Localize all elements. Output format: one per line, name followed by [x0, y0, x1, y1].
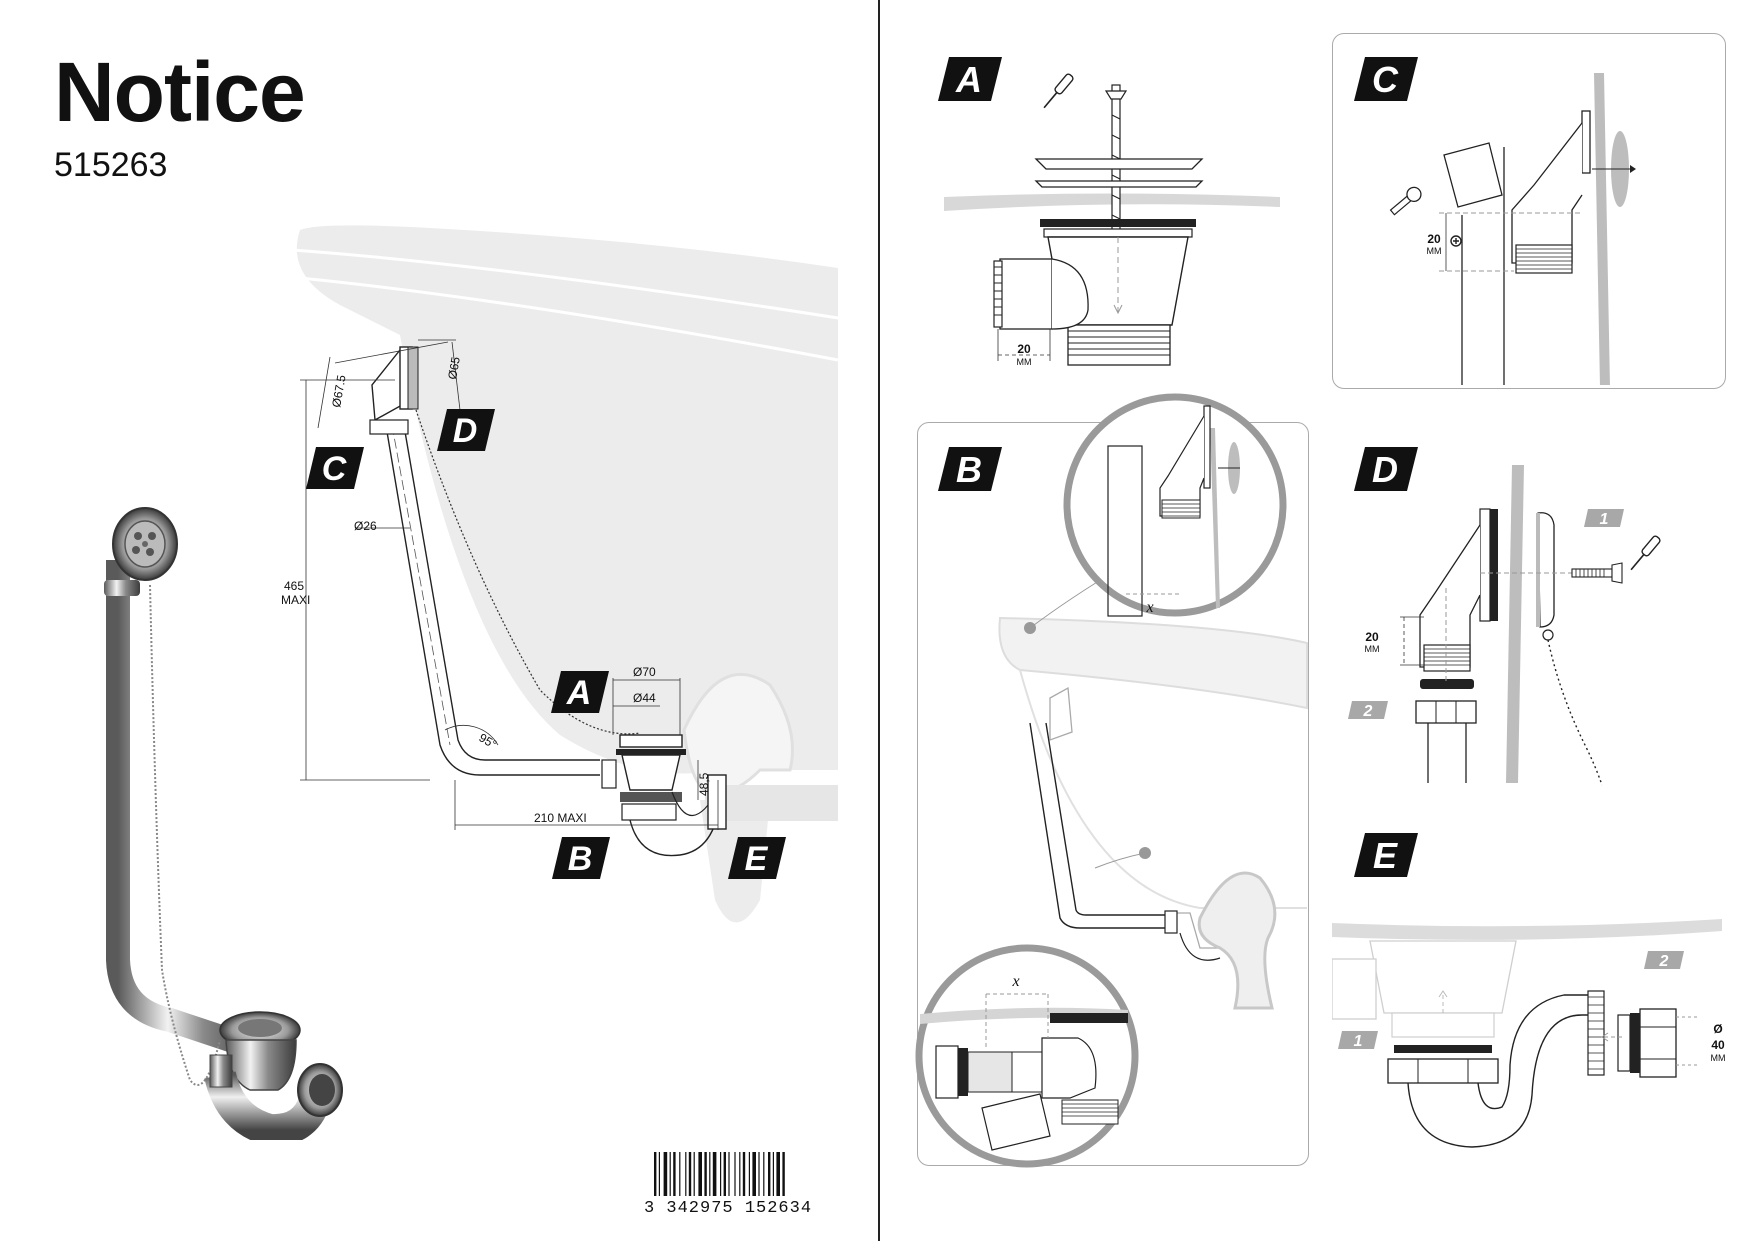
page-title: Notice: [54, 45, 306, 139]
panel-d-dim-value: 20: [1365, 630, 1379, 644]
svg-text:1: 1: [1354, 1033, 1363, 1050]
panel-e-diam-unit: MM: [1711, 1053, 1726, 1063]
panel-d-dim-unit: MM: [1365, 644, 1380, 654]
svg-text:C: C: [322, 450, 347, 488]
svg-text:E: E: [745, 840, 769, 878]
panel-c-dim-value: 20: [1427, 232, 1441, 246]
svg-text:A: A: [955, 59, 982, 100]
badge-d-overview: D: [437, 409, 495, 451]
tub-foot: [682, 672, 794, 794]
dim-d65: Ø65: [445, 355, 463, 380]
waste-body: [619, 734, 683, 748]
badge-b-overview: B: [552, 837, 610, 879]
panel-b-var-top: x: [1145, 599, 1153, 616]
screwdriver-icon-d: [1630, 535, 1661, 571]
dim-maxi: MAXI: [281, 593, 310, 607]
svg-text:B: B: [568, 840, 593, 878]
badge-e-overview: E: [728, 837, 786, 879]
step-1-badge: 1: [1584, 509, 1624, 528]
panel-a-diagram: 20 MM: [944, 73, 1280, 367]
step-1-badge-e: 1: [1338, 1031, 1378, 1050]
svg-text:D: D: [1372, 449, 1398, 490]
badge-b: B: [938, 447, 1002, 491]
dim-d675: Ø67.5: [329, 374, 349, 409]
panel-e-diam-symbol: Ø: [1713, 1022, 1722, 1036]
svg-text:1: 1: [1600, 511, 1609, 528]
panel-c-dim-unit: MM: [1427, 246, 1442, 256]
overflow-head: [371, 348, 403, 422]
tub-silhouette: [296, 225, 838, 774]
panel-a-dim-unit: MM: [1017, 357, 1032, 367]
svg-text:D: D: [453, 412, 478, 450]
overflow-pipe: [384, 419, 600, 776]
dim-angle: 95°: [477, 730, 500, 751]
svg-text:2: 2: [1363, 703, 1373, 720]
step-2-badge: 2: [1348, 701, 1388, 720]
page-divider: [878, 0, 880, 1241]
dim-48-5: 48,5: [697, 772, 711, 796]
screwdriver-icon: [1043, 73, 1074, 109]
product-reference: 515263: [54, 146, 168, 184]
panel-b-diagram: x x: [915, 393, 1308, 1168]
barcode-digits: 3 342975 152634: [644, 1199, 813, 1218]
svg-text:B: B: [956, 449, 982, 490]
panel-c-diagram: 20 MM: [1389, 73, 1636, 385]
panel-c-frame: [1332, 33, 1726, 389]
step-2-badge-e: 2: [1644, 951, 1684, 970]
dim-d26: Ø26: [354, 519, 377, 533]
badge-c: C: [1354, 57, 1418, 101]
svg-text:C: C: [1372, 59, 1399, 100]
panel-a-dim-value: 20: [1017, 342, 1031, 356]
dim-d44: Ø44: [633, 691, 656, 705]
badge-a: A: [938, 57, 1002, 101]
svg-text:2: 2: [1659, 953, 1669, 970]
barcode: [654, 1152, 785, 1196]
panel-b-var-bottom: x: [1011, 973, 1019, 990]
svg-text:A: A: [566, 674, 592, 712]
badge-c-overview: C: [306, 447, 364, 489]
wrench-icon: [1389, 186, 1422, 216]
panel-d-diagram: 1 2 20 MM: [1348, 465, 1661, 786]
dim-d70: Ø70: [633, 665, 656, 679]
badge-a-overview: A: [551, 671, 609, 713]
dim-465: 465: [284, 579, 304, 593]
panel-e-diagram: Ø 40 MM 1 2: [1332, 919, 1726, 1148]
panel-e-diam-value: 40: [1711, 1038, 1725, 1052]
svg-text:E: E: [1373, 835, 1398, 876]
badge-e: E: [1354, 833, 1418, 877]
dim-210-maxi: 210 MAXI: [534, 811, 587, 825]
badge-d: D: [1354, 447, 1418, 491]
product-photo: [104, 507, 343, 1140]
